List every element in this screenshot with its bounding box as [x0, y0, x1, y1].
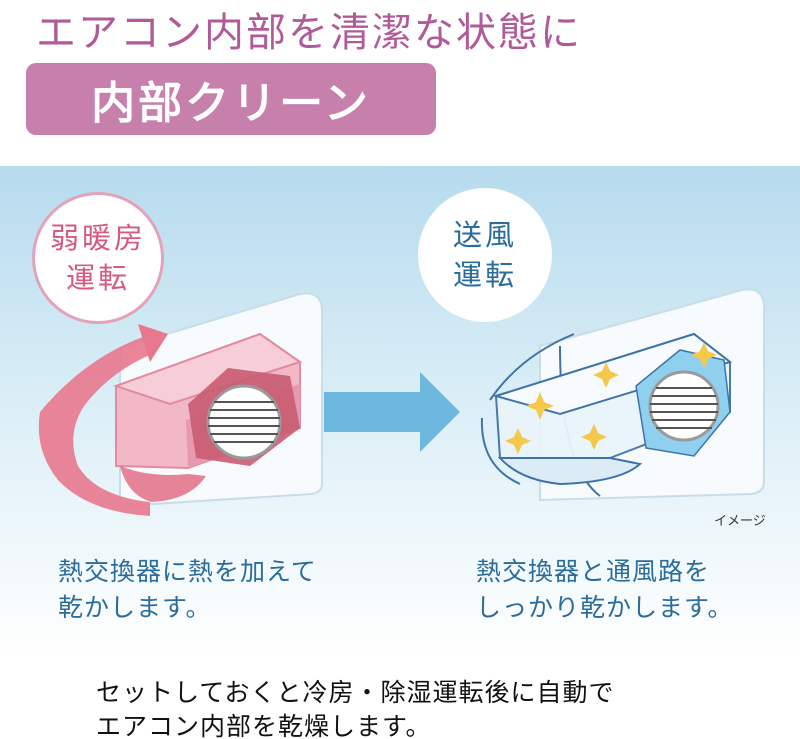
mode-warm-line2: 運転 — [65, 261, 130, 295]
caption-air-line2: しっかり乾かします。 — [476, 593, 734, 622]
footer-text: セットしておくと冷房・除湿運転後に自動で エアコン内部を乾燥します。 — [96, 676, 615, 739]
caption-air: 熱交換器と通風路を しっかり乾かします。 — [476, 554, 734, 626]
ac-unit-air-icon — [480, 288, 765, 502]
sparkle-icon — [505, 342, 717, 454]
illustration-area: 弱暖房 運転 送風 運転 — [0, 166, 800, 656]
ac-unit-warm-icon — [38, 292, 323, 516]
caption-warm-line2: 乾かします。 — [58, 593, 212, 622]
caption-warm: 熱交換器に熱を加えて 乾かします。 — [58, 554, 317, 626]
image-note: イメージ — [714, 514, 766, 529]
illustration — [38, 288, 765, 516]
mode-bubble-warm: 弱暖房 運転 — [32, 192, 164, 324]
feature-banner: 内部クリーン — [26, 63, 436, 135]
caption-air-line1: 熱交換器と通風路を — [476, 557, 711, 586]
right-arrow-icon — [324, 372, 460, 452]
mode-bubble-air: 送風 運転 — [418, 188, 552, 322]
mode-warm-line1: 弱暖房 — [49, 221, 146, 255]
mode-air-line1: 送風 — [452, 218, 517, 252]
caption-warm-line1: 熱交換器に熱を加えて — [58, 557, 317, 586]
banner-label: 内部クリーン — [91, 78, 371, 129]
footer-line1: セットしておくと冷房・除湿運転後に自動で — [96, 678, 615, 707]
headline: エアコン内部を清潔な状態に — [36, 10, 582, 56]
footer-line2: エアコン内部を乾燥します。 — [96, 712, 432, 739]
mode-air-line2: 運転 — [452, 258, 517, 292]
